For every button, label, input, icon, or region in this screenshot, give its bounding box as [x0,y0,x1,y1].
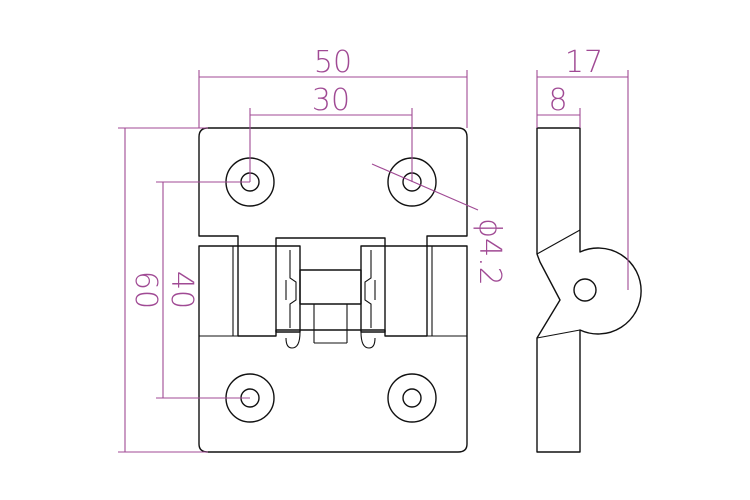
side-leaf-outline [536,127,642,453]
dimension-lines [118,70,629,453]
dim-hole-spacing-vertical: 40 [164,271,199,309]
upper-leaf-outline [198,127,468,247]
knuckle-details [232,245,433,349]
dim-side-total-depth: 17 [565,45,603,80]
dim-hole-diameter: ϕ4.2 [472,218,507,286]
mounting-hole-bottom-right [387,373,437,423]
dim-total-height: 60 [128,271,163,309]
dim-total-width: 50 [314,45,352,80]
side-view [536,127,642,453]
dim-side-leaf-thickness: 8 [548,83,567,118]
lower-leaf-outline [198,245,468,453]
dim-hole-spacing-horizontal: 30 [312,83,350,118]
front-view [198,127,468,453]
side-pin-hole [573,278,597,302]
